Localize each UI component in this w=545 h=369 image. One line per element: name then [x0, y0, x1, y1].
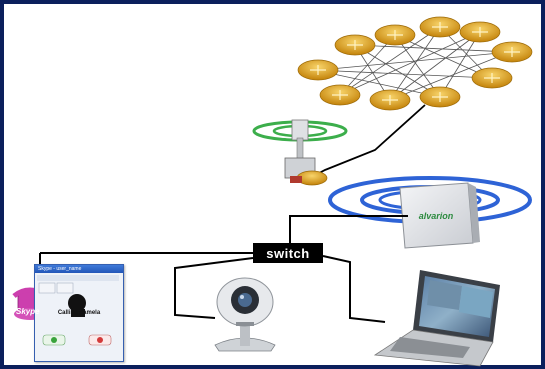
router-icon: [419, 86, 461, 108]
router-cluster: [297, 16, 533, 111]
skype-window-title: Skype - user_name: [35, 265, 123, 273]
wireless-tower-icon: [252, 119, 348, 186]
router-icon: [319, 84, 361, 106]
webcam-icon: [214, 277, 276, 352]
skype-window: Skype - user_name Calling pamela: [34, 264, 124, 362]
skype-logo-text: Skype: [16, 307, 40, 316]
router-icon: [374, 24, 416, 46]
link-routers-tower: [309, 104, 426, 179]
router-icon: [369, 89, 411, 111]
switch-label: switch: [253, 243, 323, 263]
laptop-icon: [373, 270, 500, 367]
router-icon: [491, 41, 533, 63]
access-point-brand: alvarion: [418, 211, 454, 221]
skype-window-body: [37, 275, 119, 346]
router-icon: [459, 21, 501, 43]
router-mesh-links: [314, 26, 511, 101]
router-icon: [419, 16, 461, 38]
router-icon: [334, 34, 376, 56]
router-icon: [471, 67, 513, 89]
access-point-icon: [328, 176, 532, 249]
router-icon: [297, 59, 339, 81]
skype-call-status: Calling pamela: [57, 310, 101, 316]
network-links: [39, 215, 408, 323]
